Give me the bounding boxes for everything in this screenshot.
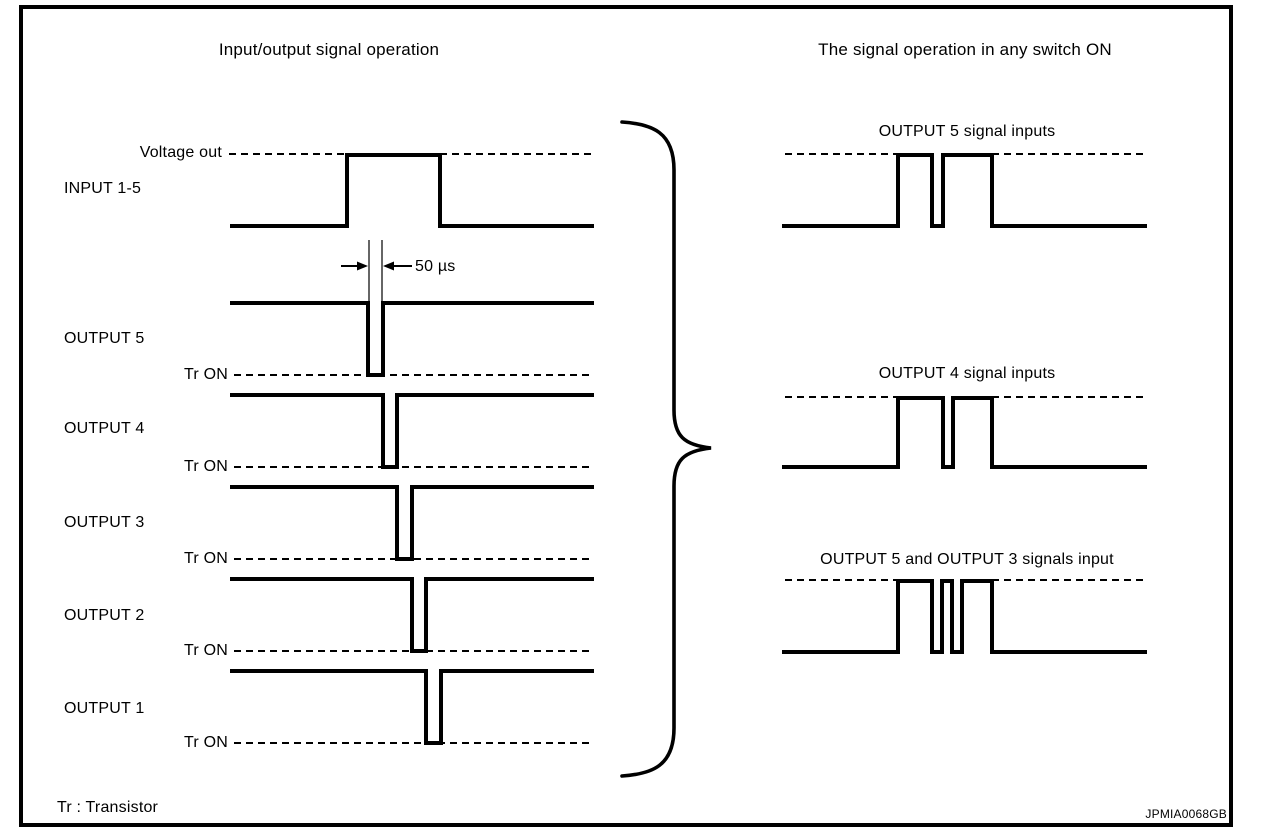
right-panel-title: The signal operation in any switch ON	[818, 40, 1112, 59]
voltage-out-label: Voltage out	[139, 144, 222, 161]
right-waveform-label-output5: OUTPUT 5 signal inputs	[878, 123, 1056, 140]
pulse-width-arrow-right	[383, 261, 412, 271]
output-2-label: OUTPUT 2	[64, 607, 145, 624]
right-waveform-label-output5-output3: OUTPUT 5 and OUTPUT 3 signals input	[820, 551, 1114, 568]
output-1-label: OUTPUT 1	[64, 700, 145, 717]
footnote-transistor: Tr : Transistor	[57, 799, 159, 816]
pulse-width-arrow-left	[341, 261, 368, 271]
output-1-waveform	[230, 669, 594, 745]
input-1-5-waveform	[230, 153, 594, 228]
output-2-waveform	[230, 577, 594, 653]
tr-on-label-output-1: Tr ON	[184, 734, 228, 751]
grouping-brace	[620, 120, 712, 778]
figure-code: JPMIA0068GB	[1145, 807, 1227, 821]
tr-on-label-output-4: Tr ON	[184, 458, 228, 475]
output-5-waveform	[230, 301, 594, 377]
tr-on-label-output-5: Tr ON	[184, 366, 228, 383]
tr-on-label-output-2: Tr ON	[184, 642, 228, 659]
pulse-width-arrowhead-left	[357, 261, 368, 271]
pulse-width-label: 50 µs	[415, 258, 456, 275]
input-1-5-label: INPUT 1-5	[64, 180, 142, 197]
right-output5-waveform	[782, 153, 1147, 228]
pulse-width-marker-lines	[368, 240, 383, 311]
left-panel-title: Input/output signal operation	[218, 40, 440, 59]
output-3-waveform	[230, 485, 594, 561]
frame-border	[19, 5, 1233, 827]
output-4-label: OUTPUT 4	[64, 420, 145, 437]
output-5-label: OUTPUT 5	[64, 330, 145, 347]
pulse-width-arrowhead-right	[383, 261, 394, 271]
right-waveform-label-output4: OUTPUT 4 signal inputs	[878, 365, 1056, 382]
right-output5-output3-waveform	[782, 579, 1147, 654]
output-4-waveform	[230, 393, 594, 469]
right-output4-waveform	[782, 396, 1147, 469]
tr-on-label-output-3: Tr ON	[184, 550, 228, 567]
output-3-label: OUTPUT 3	[64, 514, 145, 531]
